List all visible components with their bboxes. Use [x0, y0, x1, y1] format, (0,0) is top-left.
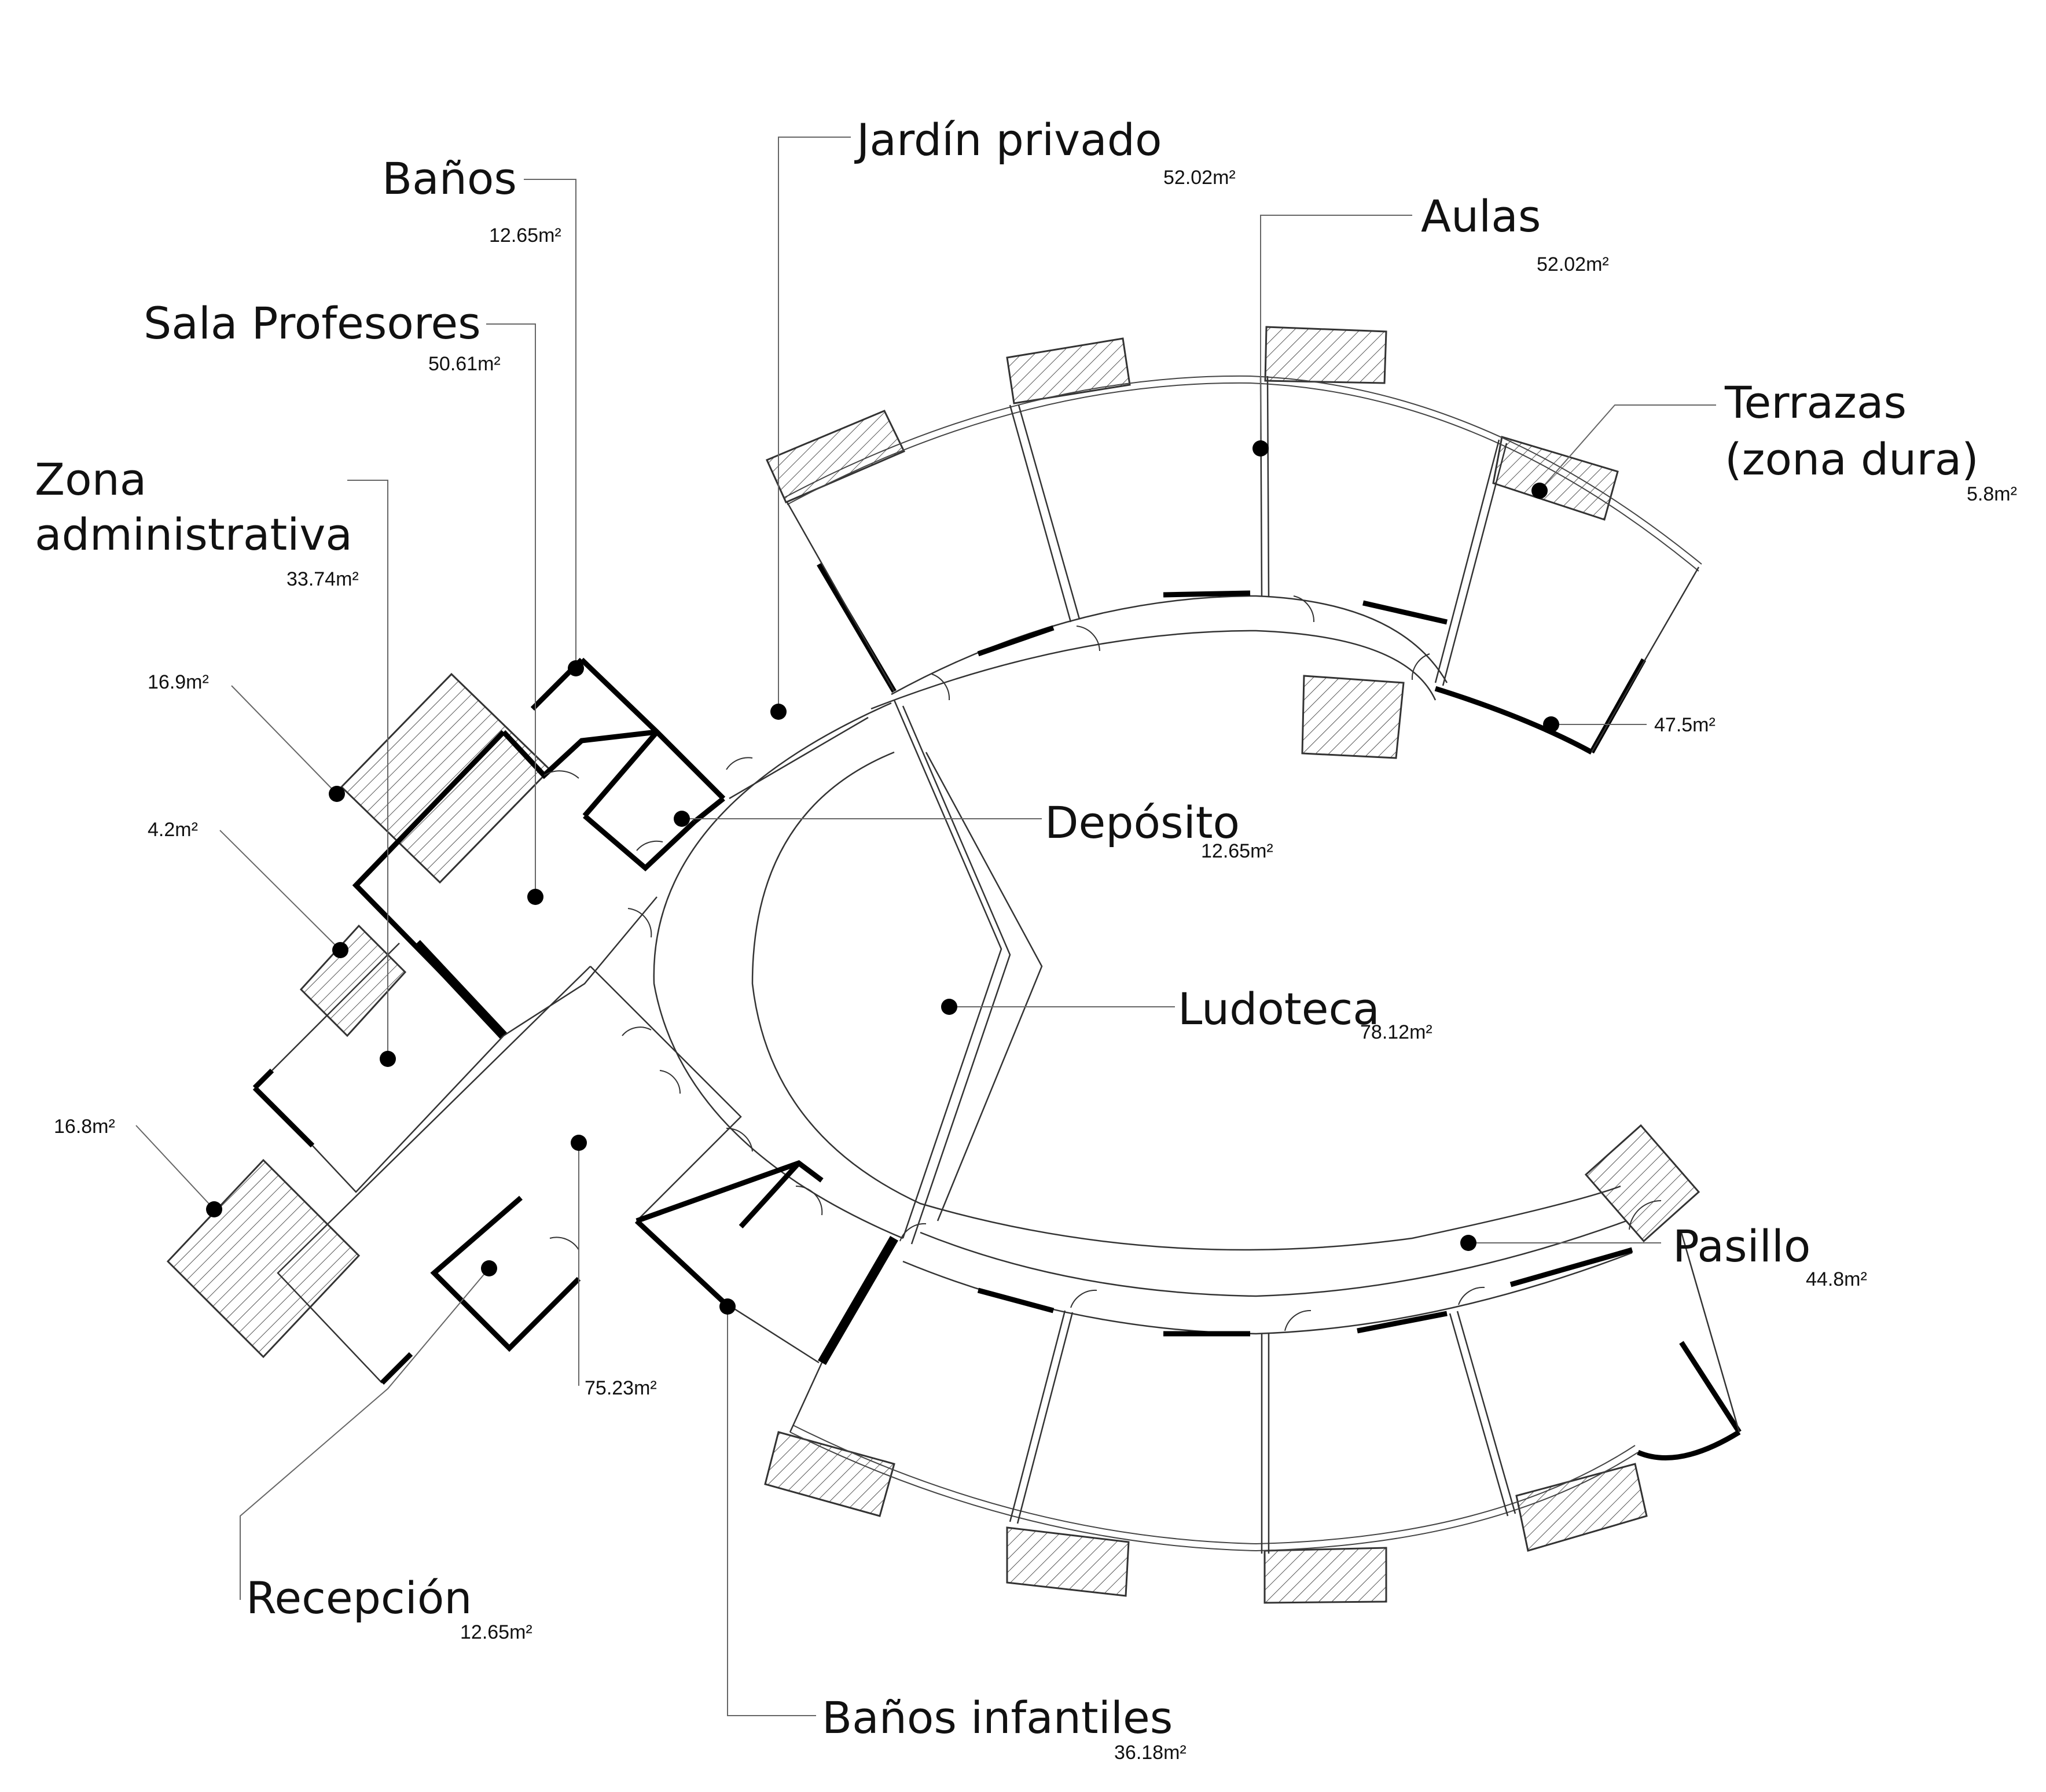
area-deposito: 12.65m²: [1201, 840, 1273, 862]
area-ludoteca: 78.12m²: [1360, 1021, 1432, 1043]
label-deposito: Depósito: [1045, 797, 1240, 848]
area-banos: 12.65m²: [489, 225, 561, 246]
label-recepcion: Recepción: [246, 1572, 472, 1624]
terrace-upper-1: [765, 410, 906, 503]
marker-patio-4-2: [332, 942, 348, 958]
area-recepcion: 12.65m²: [460, 1621, 532, 1643]
area-patio-4-2: 4.2m²: [148, 819, 198, 841]
area-zona-administrativa: 33.74m²: [286, 568, 359, 590]
terrace-pasillo-end: [1584, 1124, 1700, 1243]
terrace-lower-2: [1006, 1526, 1130, 1597]
terrace-upper-3: [1264, 326, 1387, 384]
lower-inner-arc: [920, 1220, 1627, 1297]
marker-hall-75-23: [571, 1135, 587, 1151]
label-banos: Baños: [382, 153, 517, 204]
lower-outer-arc: [789, 1432, 1639, 1552]
area-terrazas: 5.8m²: [1967, 483, 2017, 505]
area-aula-47-5: 47.5m²: [1654, 714, 1716, 736]
marker-patio-16-8: [206, 1201, 222, 1217]
area-hall-75-23: 75.23m²: [585, 1377, 657, 1399]
label-terrazas: Terrazas: [1724, 377, 1907, 428]
terrace-entry-upper: [1301, 675, 1405, 759]
marker-aula-47-5: [1543, 716, 1559, 733]
terrace-lower-1: [764, 1431, 895, 1517]
marker-banos-infantiles: [719, 1298, 736, 1315]
label-aulas: Aulas: [1421, 190, 1541, 242]
patio-16-9: [340, 672, 552, 884]
marker-recepcion: [481, 1260, 497, 1276]
marker-aulas: [1252, 440, 1269, 457]
terraces: [166, 326, 1700, 1604]
marker-deposito: [674, 811, 690, 827]
terrace-lower-4: [1515, 1463, 1648, 1552]
marker-banos: [568, 660, 584, 676]
patio-16-8: [166, 1158, 361, 1359]
label-zona: Zona: [35, 454, 146, 505]
upper-outer-arc: [784, 375, 1702, 565]
area-patio-16-9: 16.9m²: [148, 671, 209, 693]
admin-wing: [252, 657, 824, 1385]
upper-classrooms: [784, 375, 1702, 755]
terrace-upper-2: [1006, 337, 1131, 404]
terrace-lower-3: [1263, 1547, 1387, 1604]
label-pasillo: Pasillo: [1673, 1220, 1810, 1272]
label-jardin-privado: Jardín privado: [854, 114, 1162, 165]
patio-4-2: [299, 924, 407, 1037]
label-zona-dura: (zona dura): [1725, 433, 1979, 485]
area-pasillo: 44.8m²: [1806, 1268, 1867, 1290]
marker-patio-16-9: [329, 786, 345, 802]
area-patio-16-8: 16.8m²: [54, 1116, 115, 1138]
marker-sala-profesores: [527, 889, 543, 905]
marker-ludoteca: [941, 999, 957, 1015]
marker-zona-administrativa: [380, 1051, 396, 1067]
label-sala-profesores: Sala Profesores: [144, 297, 481, 349]
ludoteca-space: [653, 700, 1621, 1251]
terrace-upper-4: [1492, 436, 1619, 521]
lower-classrooms: [789, 1199, 1742, 1554]
label-banos-infantiles: Baños infantiles: [822, 1692, 1173, 1743]
marker-terrazas: [1531, 483, 1548, 499]
area-aulas: 52.02m²: [1537, 253, 1609, 275]
labels: Jardín privado 52.02m² Baños 12.65m² Aul…: [35, 114, 2017, 1764]
marker-jardin-privado: [770, 704, 787, 720]
area-jardin-privado: 52.02m²: [1163, 167, 1236, 189]
label-administrativa: administrativa: [35, 509, 352, 560]
label-ludoteca: Ludoteca: [1178, 983, 1380, 1035]
area-banos-infantiles: 36.18m²: [1114, 1742, 1187, 1764]
area-sala-profesores: 50.61m²: [428, 353, 501, 375]
marker-pasillo: [1460, 1235, 1476, 1251]
annotations: [135, 137, 1716, 1716]
